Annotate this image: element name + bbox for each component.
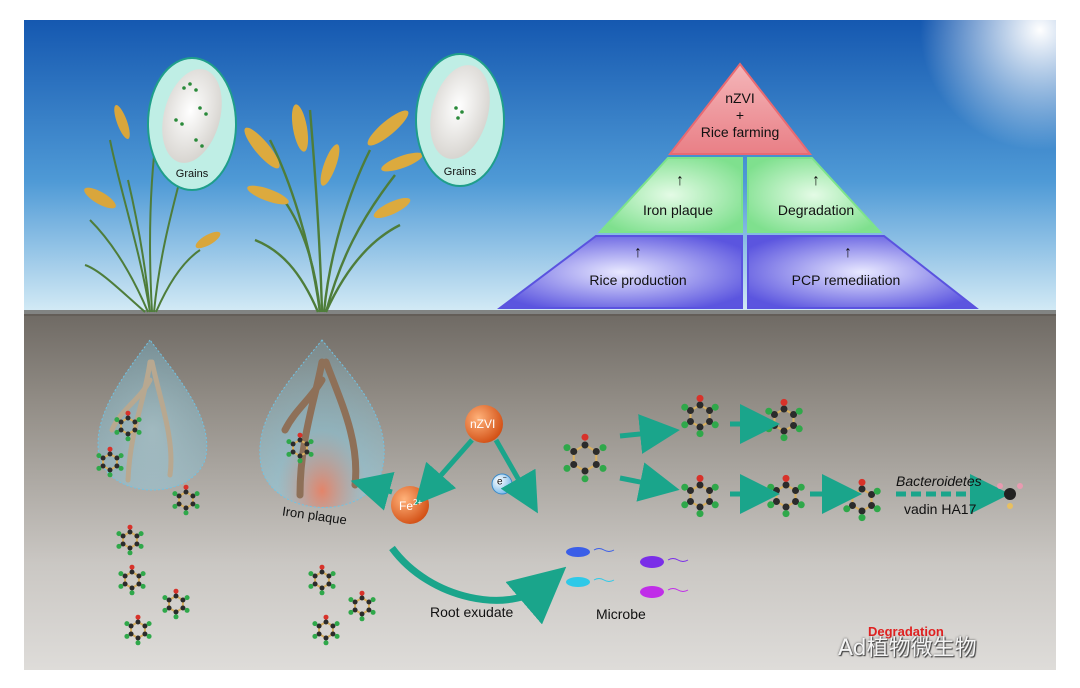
electron-sup: − bbox=[503, 475, 507, 482]
bacteroidetes-label: Bacteroidetes bbox=[896, 473, 982, 489]
root-exudate-label: Root exudate bbox=[430, 604, 513, 620]
fe2-sup: 2+ bbox=[413, 498, 422, 507]
pyramid-degradation: Degradation bbox=[778, 202, 854, 218]
arrow-up-icon: ↑ bbox=[844, 244, 852, 262]
vadin-label: vadin HA17 bbox=[904, 501, 976, 517]
pyramid-top-line1: nZVI bbox=[725, 90, 755, 106]
pyramid-top-line2: + bbox=[736, 107, 744, 123]
grain-right-label: Grains bbox=[444, 166, 476, 178]
pyramid-top-line3: Rice farming bbox=[701, 124, 780, 140]
pyramid-pcp-remediation: PCP remediiation bbox=[792, 272, 901, 288]
electron-label: e− bbox=[497, 475, 507, 487]
arrow-up-icon: ↑ bbox=[634, 244, 642, 262]
fe2-label: Fe2+ bbox=[399, 498, 422, 513]
pyramid-rice-production: Rice production bbox=[589, 272, 686, 288]
arrow-up-icon: ↑ bbox=[812, 172, 820, 190]
grain-left-label: Grains bbox=[176, 168, 208, 180]
microbe-label: Microbe bbox=[596, 606, 646, 622]
nzvi-label: nZVI bbox=[470, 417, 495, 431]
watermark: Ad植物微生物 bbox=[838, 630, 977, 662]
fe2-base: Fe bbox=[399, 499, 413, 513]
pyramid-iron-plaque: Iron plaque bbox=[643, 202, 713, 218]
arrow-up-icon: ↑ bbox=[676, 172, 684, 190]
